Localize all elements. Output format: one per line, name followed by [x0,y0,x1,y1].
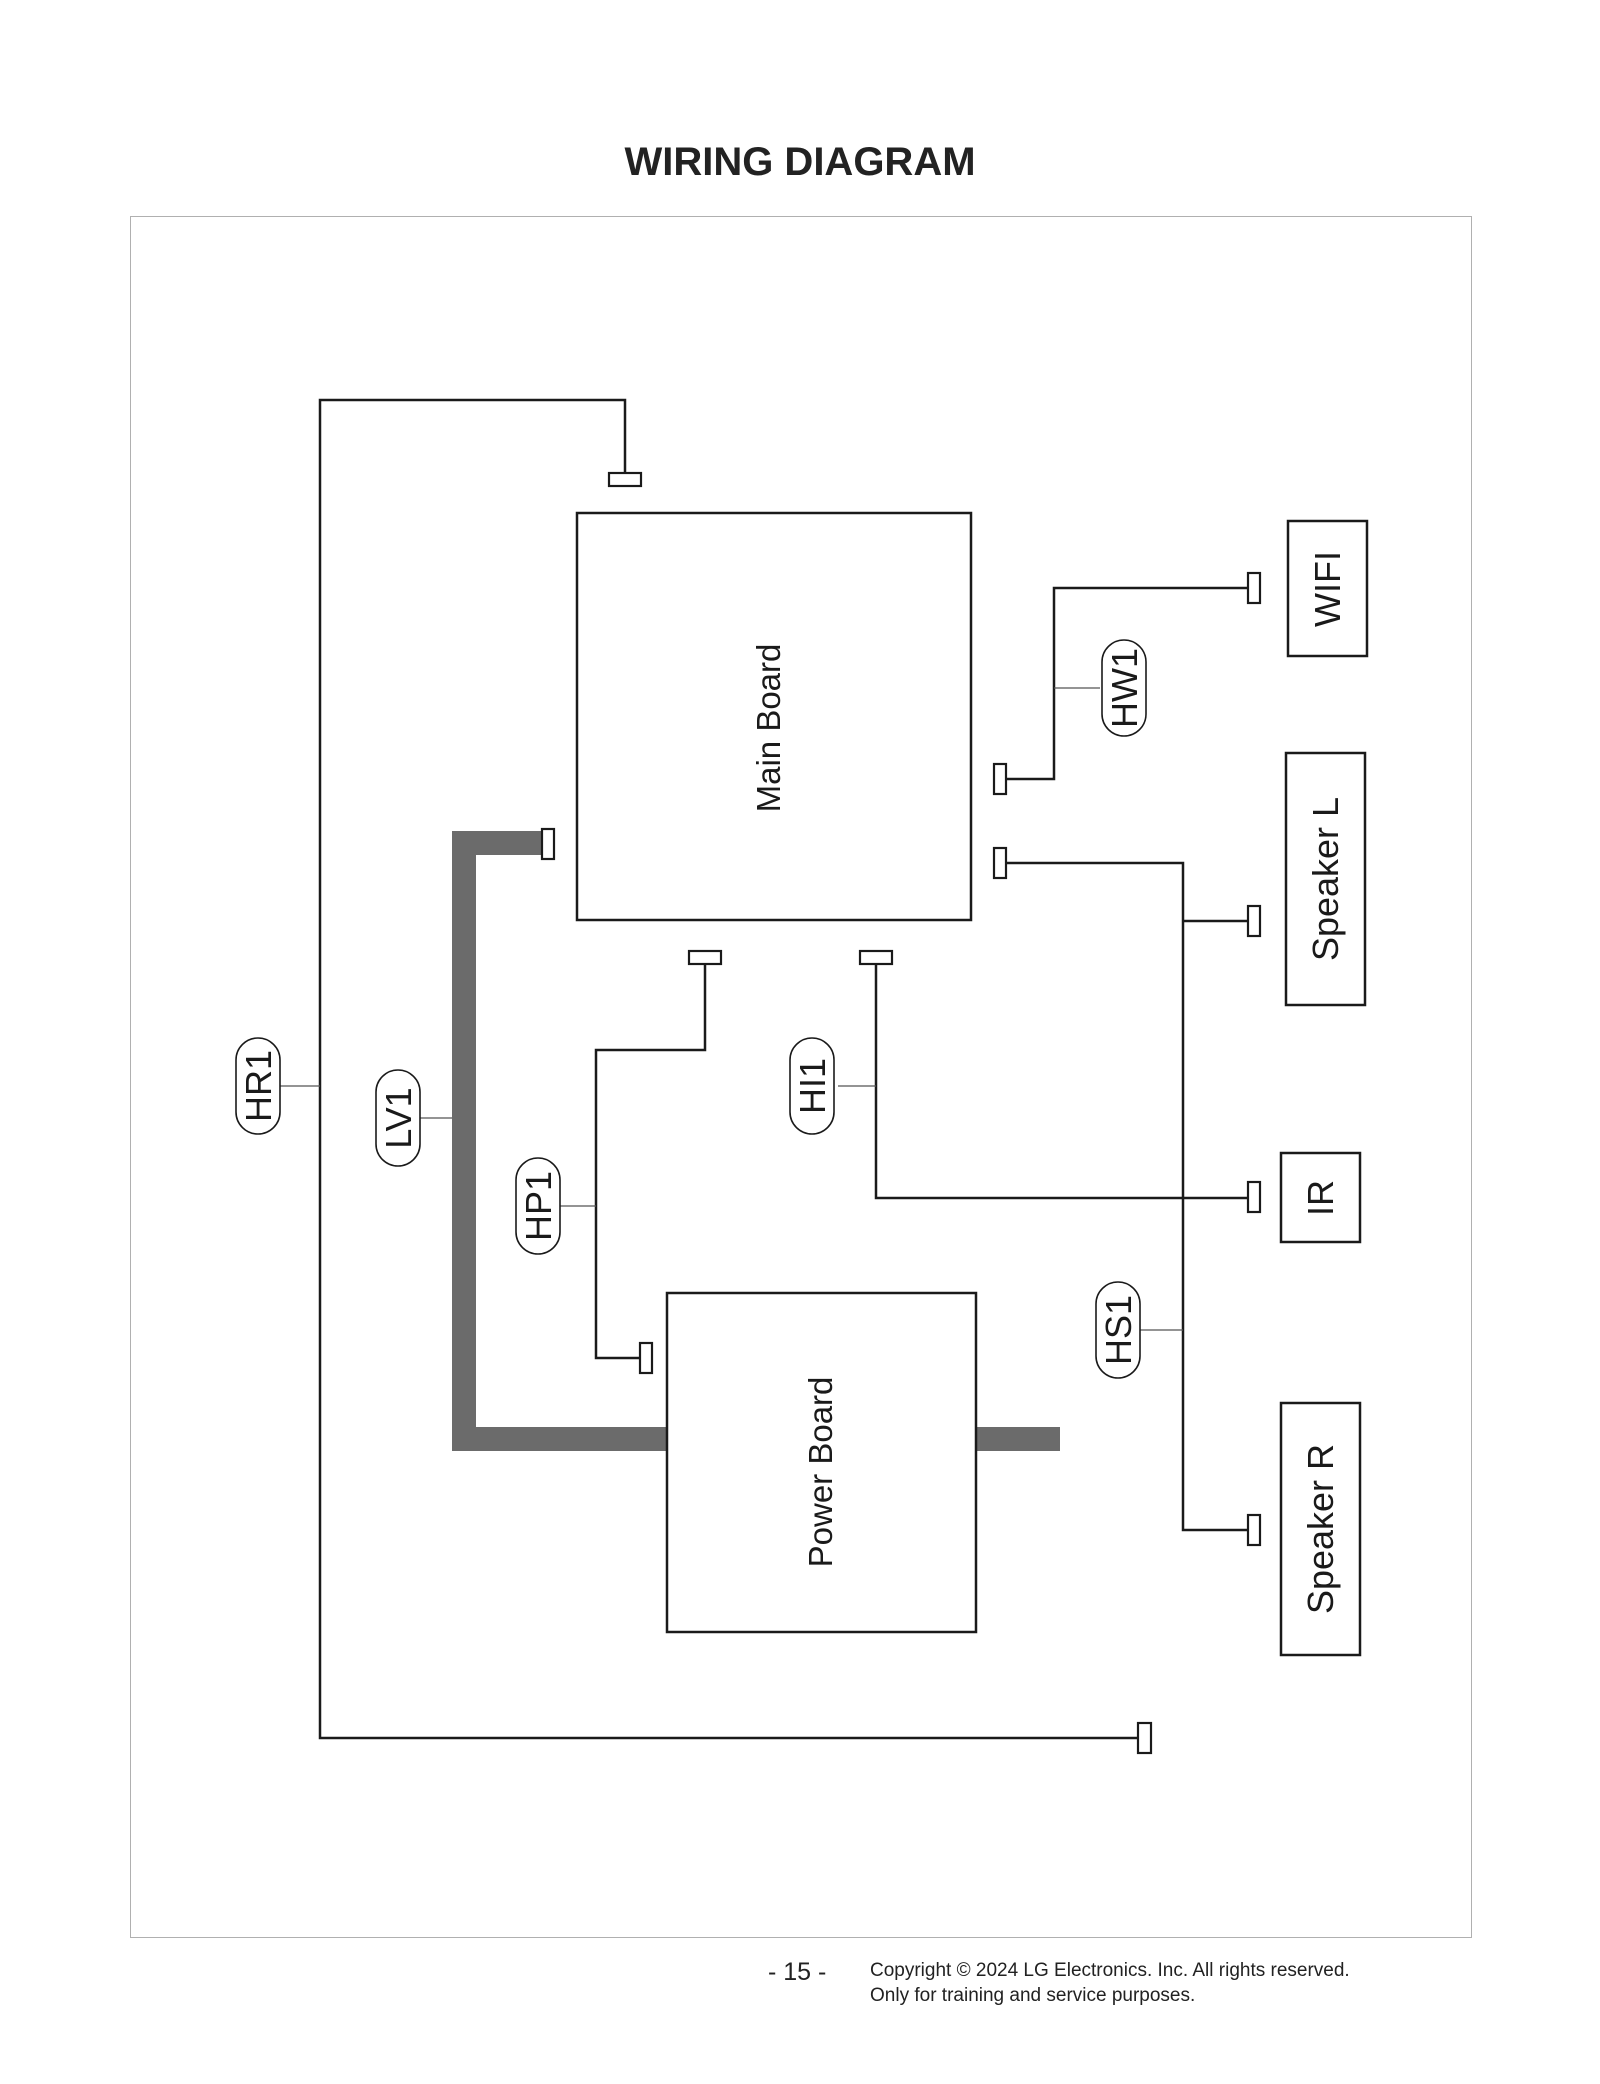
hr1-tag: HR1 [235,1037,281,1135]
lv1-label: LV1 [378,1087,419,1148]
ir-label: IR [1300,1180,1341,1216]
speaker-r-label: Speaker R [1300,1444,1341,1614]
copyright-notice: Copyright © 2024 LG Electronics. Inc. Al… [870,1958,1350,2008]
speaker-l[interactable] [1284,751,1367,1007]
hw1-wire [1006,586,1250,781]
hs1-connector-speaker-r[interactable] [1246,1513,1262,1547]
hp1-connector-power[interactable] [638,1341,654,1375]
hp1-tag: HP1 [515,1157,561,1255]
page-title: WIRING DIAGRAM [624,140,976,184]
lv1-bus-vertical [452,831,476,1451]
ir-receiver[interactable] [1279,1151,1362,1244]
hi1-label: HI1 [792,1058,833,1114]
lv1-bus-top [452,831,544,855]
hi1-wire [874,958,1250,1200]
wifi-label: WIFI [1307,551,1348,627]
diagram-frame [130,216,1472,1938]
power-board-label: Power Board [802,1377,839,1568]
hs1-wire [1006,861,1250,1532]
power-board[interactable] [665,1291,978,1634]
hr1-label: HR1 [238,1050,279,1122]
wifi-module[interactable] [1286,519,1369,658]
hw1-label: HW1 [1104,648,1145,728]
hp1-wire [594,958,707,1360]
hw1-connector-main[interactable] [992,762,1008,796]
hi1-tag: HI1 [789,1037,835,1135]
hs1-connector-main[interactable] [992,846,1008,880]
main-board[interactable] [575,511,973,922]
lv1-bus-bottom [452,1427,667,1451]
hp1-label: HP1 [518,1171,559,1241]
power-bus-output [976,1427,1060,1451]
speaker-l-label: Speaker L [1305,797,1346,961]
usage-note: Only for training and service purposes. [870,1985,1196,2006]
hi1-connector-ir[interactable] [1246,1180,1262,1214]
hw1-connector-wifi[interactable] [1246,571,1262,605]
hr1-wire [318,398,1143,1740]
lv1-tag: LV1 [375,1069,421,1167]
hr1-connector-top[interactable] [607,471,643,488]
hw1-tag: HW1 [1101,639,1147,737]
lv1-connector[interactable] [540,827,556,861]
page-number: - 15 - [768,1958,827,1986]
main-board-label: Main Board [750,644,787,813]
hr1-connector-bottom[interactable] [1136,1721,1153,1755]
hs1-label: HS1 [1098,1295,1139,1365]
hs1-tag: HS1 [1095,1281,1141,1379]
hp1-connector-main[interactable] [687,949,723,966]
copyright-line: Copyright © 2024 LG Electronics. Inc. Al… [870,1960,1350,1981]
hs1-connector-speaker-l[interactable] [1246,904,1262,938]
speaker-r[interactable] [1279,1401,1362,1657]
hi1-connector-main[interactable] [858,949,894,966]
